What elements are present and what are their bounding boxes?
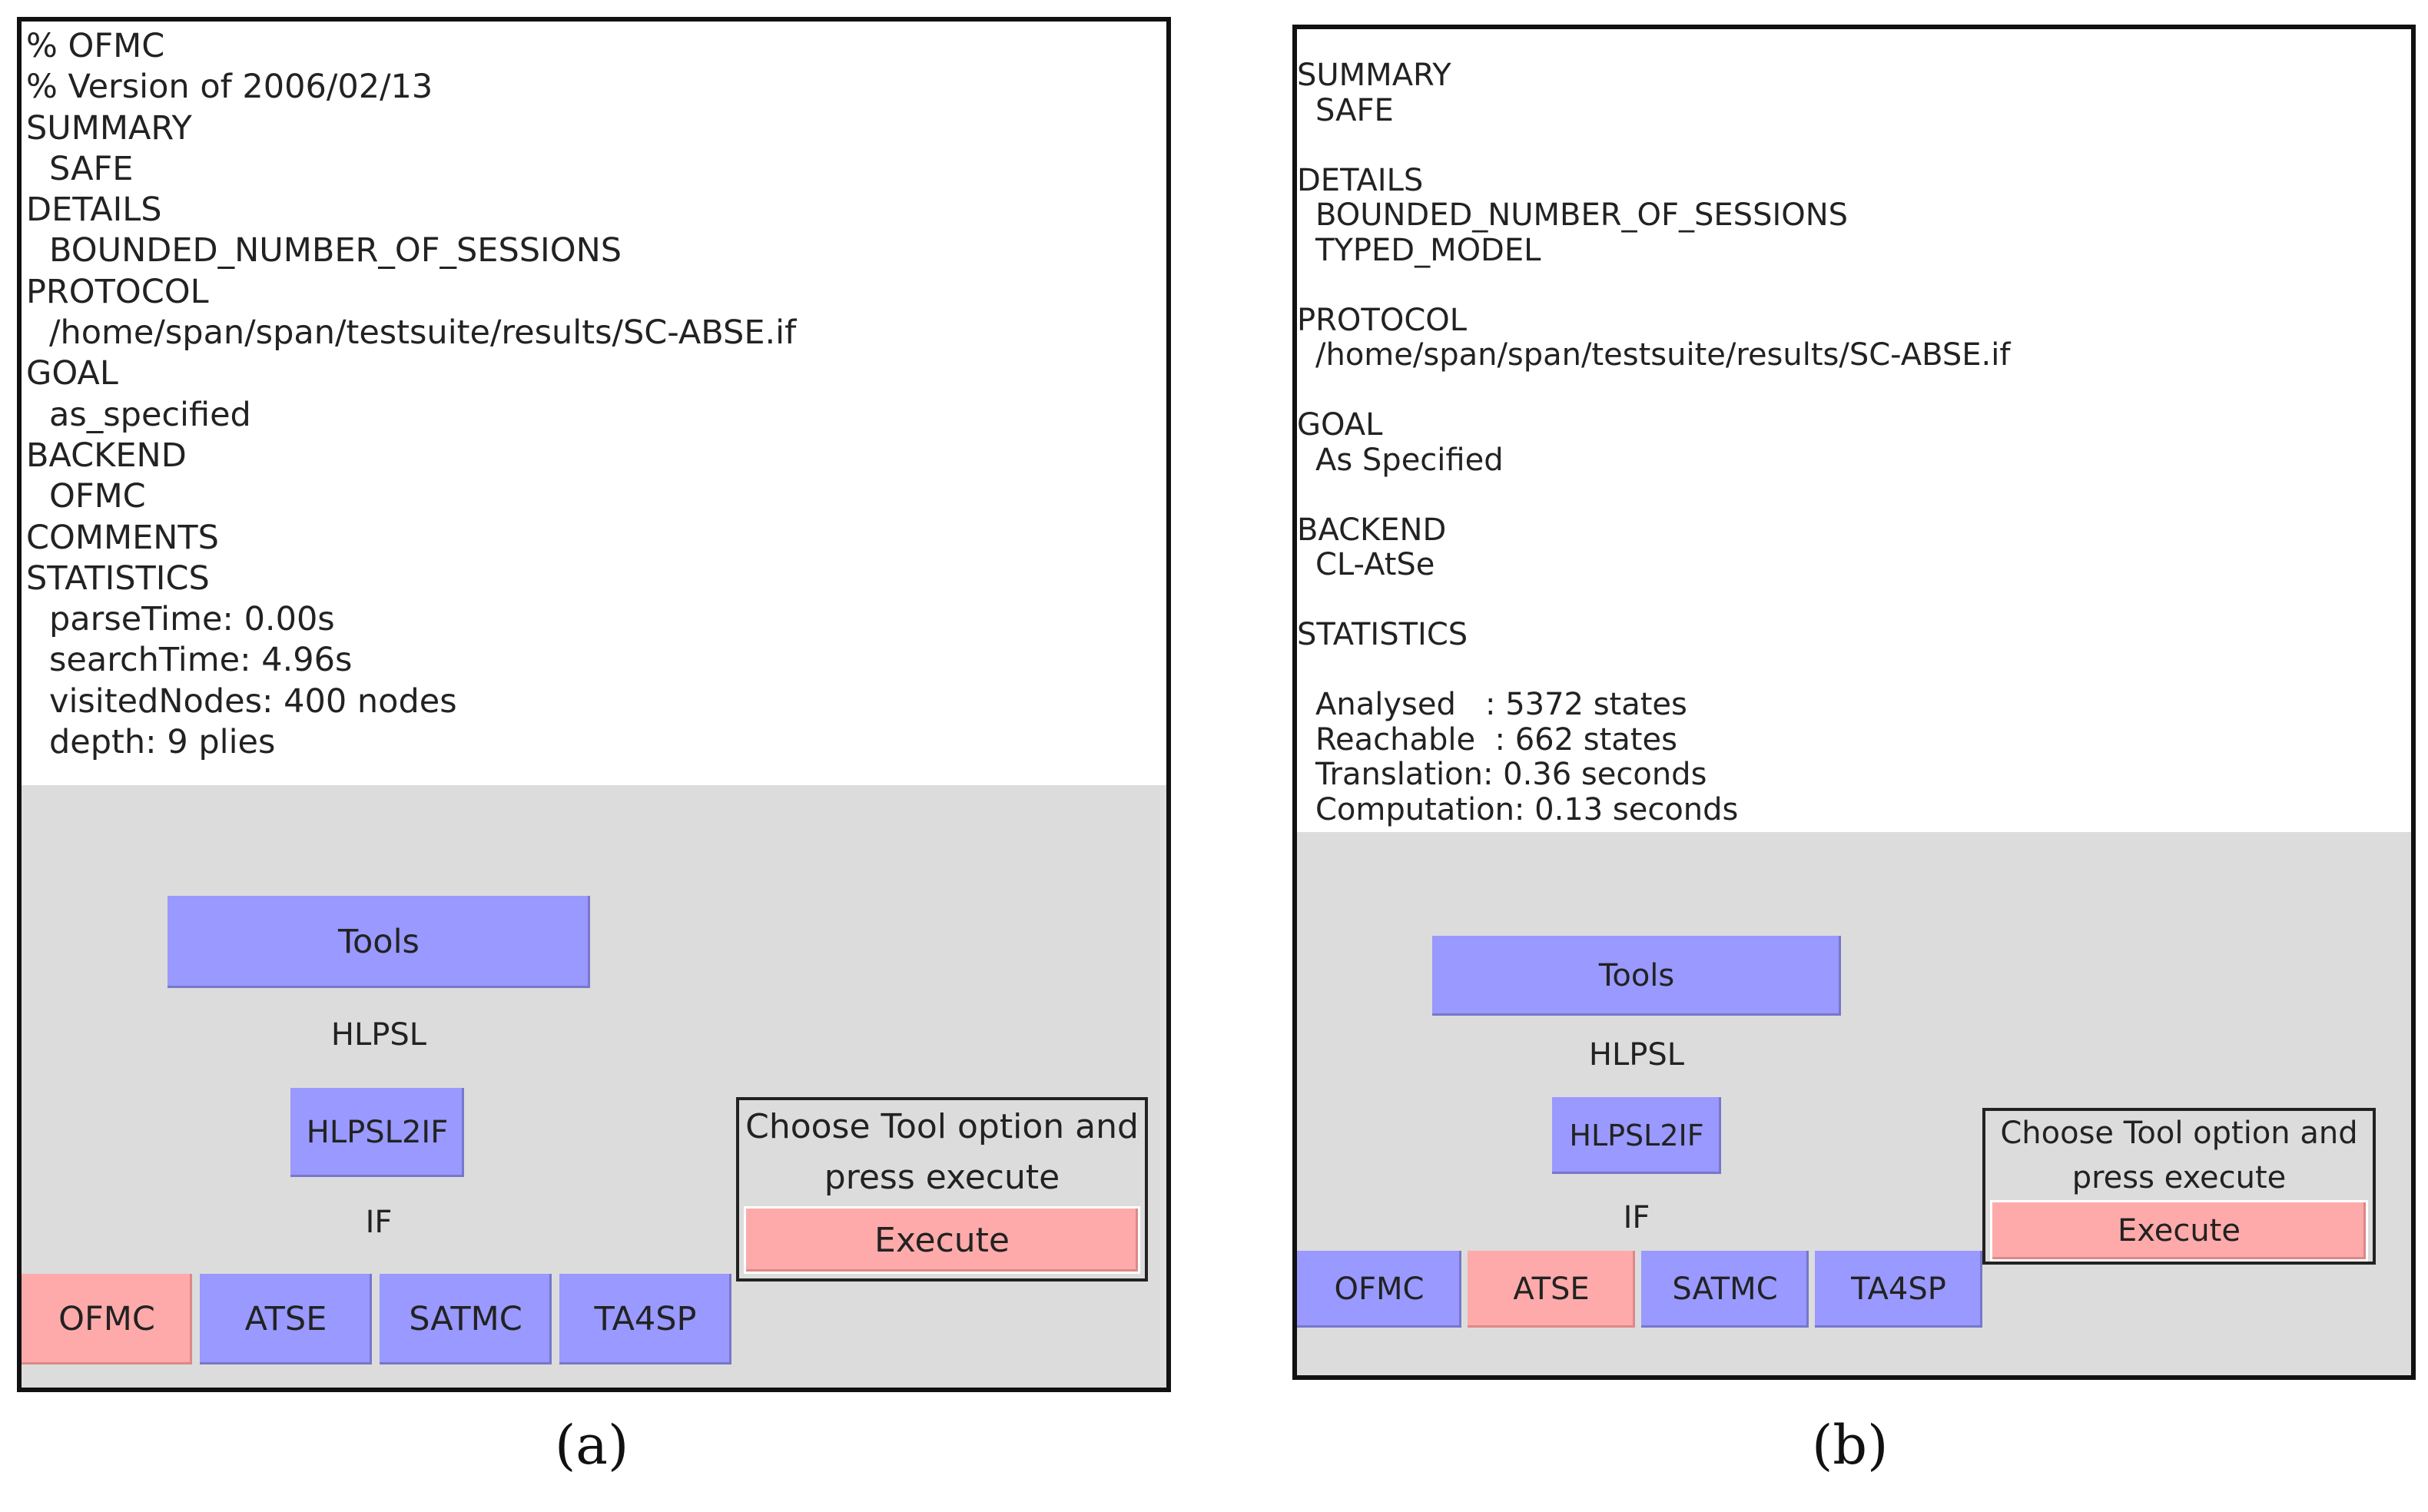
output-line: BACKEND xyxy=(1297,512,1447,548)
tool-option-instructions: Choose Tool option and press execute xyxy=(1985,1111,2373,1200)
hlpsl2if-button-label: HLPSL2IF xyxy=(1569,1119,1704,1152)
hlpsl-label-a: HLPSL xyxy=(330,1017,427,1053)
output-line: STATISTICS xyxy=(26,559,210,598)
hlpsl2if-button-a[interactable]: HLPSL2IF xyxy=(290,1088,464,1177)
backend-label: OFMC xyxy=(1334,1272,1425,1307)
tool-option-instructions: Choose Tool option and press execute xyxy=(739,1102,1145,1203)
instruction-line-2: press execute xyxy=(2071,1160,2287,1195)
hlpsl2if-button-b[interactable]: HLPSL2IF xyxy=(1552,1097,1721,1174)
instruction-line-1: Choose Tool option and xyxy=(745,1107,1139,1146)
output-line: /home/span/span/testsuite/results/SC-ABS… xyxy=(1315,337,2011,373)
output-line: OFMC xyxy=(49,477,146,516)
output-line: BOUNDED_NUMBER_OF_SESSIONS xyxy=(1315,197,1849,233)
output-line: BOUNDED_NUMBER_OF_SESSIONS xyxy=(49,231,622,270)
backend-ofmc-button-b[interactable]: OFMC xyxy=(1297,1251,1461,1328)
output-line: COMMENTS xyxy=(26,518,219,557)
backend-label: ATSE xyxy=(1513,1272,1590,1307)
output-line: CL-AtSe xyxy=(1315,547,1435,582)
backend-atse-button-b[interactable]: ATSE xyxy=(1468,1251,1635,1328)
backend-label: SATMC xyxy=(409,1300,522,1338)
caption-b: (b) xyxy=(1812,1414,1889,1477)
output-line: GOAL xyxy=(1297,407,1383,443)
execute-button-label: Execute xyxy=(874,1220,1010,1260)
output-line: STATISTICS xyxy=(1297,617,1468,652)
output-line xyxy=(1297,373,2411,409)
output-line xyxy=(1297,128,2411,164)
backend-label: OFMC xyxy=(58,1300,155,1338)
output-line: % Version of 2006/02/13 xyxy=(26,68,433,107)
backend-label: TA4SP xyxy=(1851,1272,1946,1307)
output-line: Translation: 0.36 seconds xyxy=(1315,757,1707,792)
output-line: SUMMARY xyxy=(26,108,192,148)
execute-button-label: Execute xyxy=(2118,1213,2241,1248)
output-line xyxy=(1297,268,2411,303)
backend-ta4sp-button-b[interactable]: TA4SP xyxy=(1815,1251,1982,1328)
backend-ta4sp-button-a[interactable]: TA4SP xyxy=(559,1274,731,1364)
output-line: TYPED_MODEL xyxy=(1315,232,1541,268)
instruction-line-1: Choose Tool option and xyxy=(2000,1116,2358,1151)
output-line: SAFE xyxy=(49,149,134,188)
instruction-line-2: press execute xyxy=(824,1158,1060,1197)
output-line xyxy=(1297,478,2411,513)
output-line: PROTOCOL xyxy=(1297,302,1468,338)
output-line: % OFMC xyxy=(26,27,165,65)
tools-button-label: Tools xyxy=(1598,958,1675,993)
output-line: Reachable : 662 states xyxy=(1315,721,1677,758)
if-label-b: IF xyxy=(1623,1200,1650,1235)
output-line: Analysed : 5372 states xyxy=(1315,687,1687,722)
output-line: DETAILS xyxy=(1297,162,1424,198)
tools-button-b[interactable]: Tools xyxy=(1432,936,1841,1016)
output-line: As Specified xyxy=(1315,442,1504,478)
output-line: visitedNodes: 400 nodes xyxy=(49,681,457,721)
output-line: DETAILS xyxy=(26,191,162,230)
output-line xyxy=(1297,653,2411,688)
caption-a: (a) xyxy=(555,1414,629,1477)
backend-label: ATSE xyxy=(244,1300,327,1338)
tools-button-label: Tools xyxy=(338,923,420,961)
backend-satmc-button-a[interactable]: SATMC xyxy=(380,1274,552,1364)
tool-option-box-a: Choose Tool option and press execute Exe… xyxy=(736,1097,1148,1282)
output-line: searchTime: 4.96s xyxy=(49,641,353,680)
backend-label: TA4SP xyxy=(594,1300,697,1338)
output-line: as_specified xyxy=(49,395,251,434)
backend-ofmc-button-a[interactable]: OFMC xyxy=(22,1274,192,1364)
hlpsl-label-b: HLPSL xyxy=(1588,1037,1685,1073)
output-line: PROTOCOL xyxy=(26,272,209,311)
output-line: SAFE xyxy=(1315,92,1394,128)
output-line: /home/span/span/testsuite/results/SC-ABS… xyxy=(49,313,797,353)
backend-atse-button-a[interactable]: ATSE xyxy=(200,1274,372,1364)
output-line: depth: 9 plies xyxy=(49,723,276,762)
tool-option-box-b: Choose Tool option and press execute Exe… xyxy=(1982,1108,2376,1265)
execute-button-a[interactable]: Execute xyxy=(744,1206,1140,1274)
output-line xyxy=(1297,583,2411,618)
output-line: BACKEND xyxy=(26,436,187,475)
output-line: parseTime: 0.00s xyxy=(49,600,335,639)
output-line: SUMMARY xyxy=(1297,58,1451,93)
hlpsl2if-button-label: HLPSL2IF xyxy=(306,1115,449,1150)
backend-satmc-button-b[interactable]: SATMC xyxy=(1641,1251,1809,1328)
execute-button-b[interactable]: Execute xyxy=(1990,1200,2368,1262)
if-label-a: IF xyxy=(365,1205,393,1240)
tools-button-a[interactable]: Tools xyxy=(168,896,590,988)
output-line: Computation: 0.13 seconds xyxy=(1315,791,1739,827)
output-line: GOAL xyxy=(26,354,118,393)
backend-label: SATMC xyxy=(1672,1272,1778,1307)
